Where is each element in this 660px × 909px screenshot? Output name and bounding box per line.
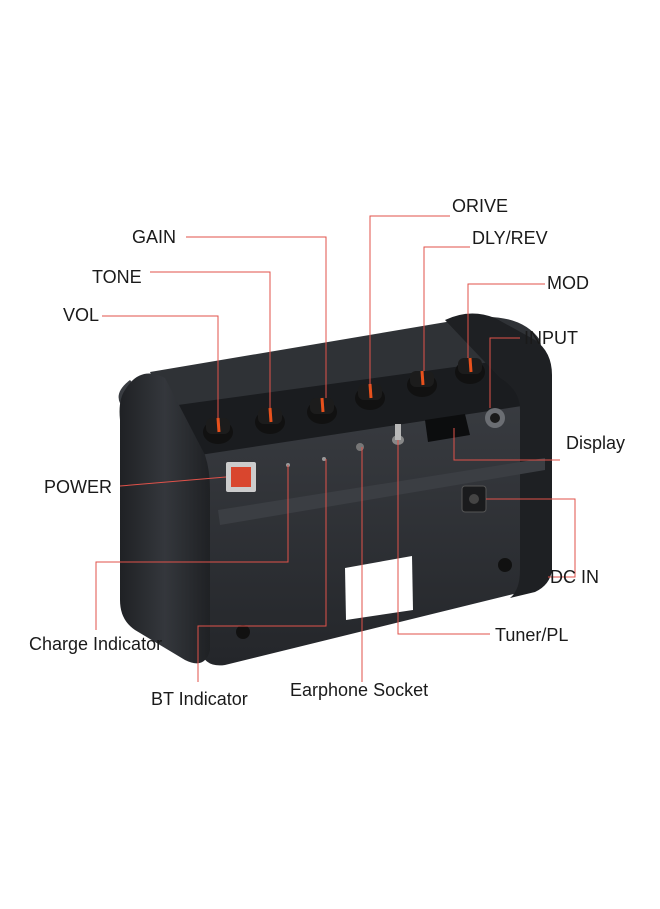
label-earphone-socket: Earphone Socket <box>290 680 429 700</box>
label-mod: MOD <box>547 273 589 293</box>
leader-bt <box>197 459 327 682</box>
leader-vol <box>102 315 219 418</box>
leader-power <box>119 476 227 487</box>
leader-charge <box>95 465 289 630</box>
label-charge-indicator: Charge Indicator <box>29 634 163 654</box>
leader-dly-rev <box>423 246 470 371</box>
power-switch <box>226 462 256 492</box>
label-dly-rev: DLY/REV <box>472 228 548 248</box>
label-bt-indicator: BT Indicator <box>151 689 248 709</box>
leader-display <box>453 428 560 461</box>
vol-knob <box>203 417 233 444</box>
leader-orive <box>369 215 450 385</box>
display-screen <box>425 414 470 442</box>
control-panel <box>178 358 535 468</box>
dly-rev-knob <box>407 370 437 397</box>
leader-lines <box>95 215 576 682</box>
label-input: INPUT <box>524 328 578 348</box>
leader-mod <box>467 283 545 358</box>
right-end-cap <box>445 313 552 598</box>
dc-jack <box>461 485 487 513</box>
foot-right <box>498 558 512 572</box>
amp-body <box>118 380 549 666</box>
left-end-cap <box>119 373 210 664</box>
orive-knob <box>355 383 385 410</box>
earphone-jack <box>356 443 364 451</box>
label-vol: VOL <box>63 305 100 325</box>
mod-knob <box>455 357 485 384</box>
leader-tuner <box>397 440 490 635</box>
label-tuner-pl: Tuner/PL <box>495 625 569 645</box>
gain-knob <box>307 397 337 424</box>
leader-gain <box>186 236 327 398</box>
input-jack <box>485 408 505 428</box>
label-gain: GAIN <box>132 227 177 247</box>
label-orive: ORIVE <box>452 196 509 216</box>
foot-left <box>236 625 250 639</box>
label-tone: TONE <box>92 267 142 287</box>
tone-knob <box>255 407 285 434</box>
label-display: Display <box>566 433 626 453</box>
leader-dc-in <box>486 498 576 578</box>
bt-led <box>322 457 326 461</box>
leader-tone <box>150 271 271 408</box>
leader-input <box>489 337 520 408</box>
label-dc-in: DC IN <box>550 567 599 587</box>
label-power: POWER <box>44 477 113 497</box>
front-plate <box>218 458 545 525</box>
